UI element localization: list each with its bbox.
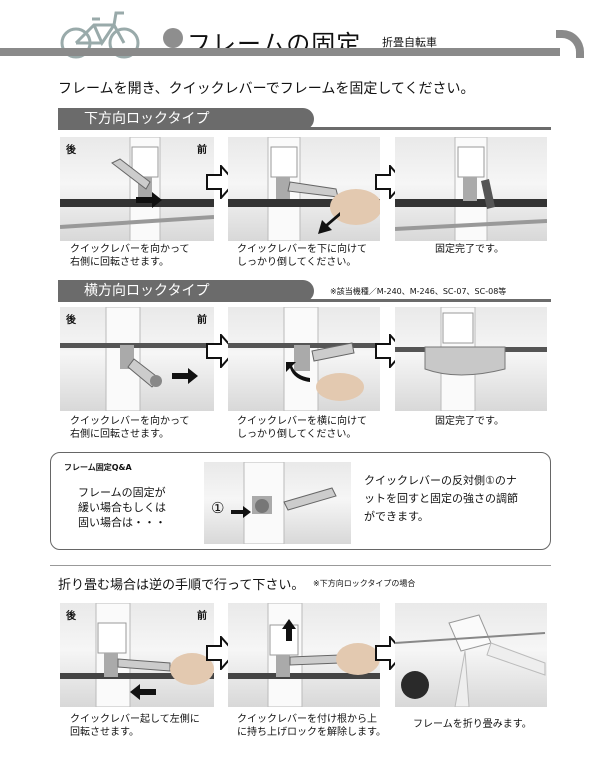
motion-arrow-icon xyxy=(284,362,310,382)
bicycle-icon xyxy=(58,5,142,61)
motion-arrow-icon xyxy=(282,619,296,641)
section-down-rule xyxy=(58,127,551,130)
tag-rear: 後 xyxy=(66,145,76,156)
motion-arrow-icon xyxy=(316,208,342,234)
fold-rule xyxy=(50,565,551,566)
header-dot-icon xyxy=(163,28,183,48)
tag-rear: 後 xyxy=(66,315,76,326)
header-rule-curve xyxy=(556,30,584,58)
tag-front: 前 xyxy=(197,145,207,156)
qa-marker: ① xyxy=(211,499,225,517)
header-rule xyxy=(0,48,560,56)
motion-arrow-icon xyxy=(231,503,251,518)
photo-fold-step3 xyxy=(395,603,547,707)
caption-down-1: クイックレバーを向かって 右側に回転させます。 xyxy=(70,244,190,268)
section-side-title: 横方向ロックタイプ xyxy=(58,280,314,302)
caption-fold-2: クイックレバーを付け根から上 に持ち上げロックを解除します。 xyxy=(237,714,386,738)
photo-down-step1 xyxy=(60,137,214,241)
fold-title: 折り畳む場合は逆の手順で行って下さい。 xyxy=(58,578,305,593)
tag-front: 前 xyxy=(197,315,207,326)
photo-qa-nut xyxy=(204,462,351,544)
motion-arrow-icon xyxy=(130,684,156,700)
section-side-rule xyxy=(58,299,551,302)
qa-heading: フレーム固定Q&A xyxy=(64,463,132,472)
photo-down-step2 xyxy=(228,137,380,241)
motion-arrow-icon xyxy=(172,368,198,384)
qa-question: フレームの固定が 緩い場合もしくは 固い場合は・・・ xyxy=(78,486,166,529)
caption-fold-3: フレームを折り畳みます。 xyxy=(413,719,532,730)
photo-side-step3 xyxy=(395,307,547,411)
photo-fold-step2 xyxy=(228,603,380,707)
caption-side-2: クイックレバーを横に向けて しっかり倒してください。 xyxy=(237,416,367,440)
page-subtitle: 折畳自転車 xyxy=(382,36,437,49)
photo-side-step2 xyxy=(228,307,380,411)
caption-side-3: 固定完了です。 xyxy=(435,416,504,427)
fold-note: ※下方向ロックタイプの場合 xyxy=(313,579,416,588)
qa-answer: クイックレバーの反対側①のナ ットを回すと固定の強さの調節 ができます。 xyxy=(364,474,518,523)
section-down-title: 下方向ロックタイプ xyxy=(58,108,314,130)
tag-front: 前 xyxy=(197,611,207,622)
section-side-note: ※該当機種／M-240、M-246、SC-07、SC-08等 xyxy=(330,287,507,296)
caption-down-3: 固定完了です。 xyxy=(435,244,504,255)
photo-side-step1 xyxy=(60,307,214,411)
motion-arrow-icon xyxy=(136,192,162,208)
photo-down-step3 xyxy=(395,137,547,241)
intro-text: フレームを開き、クイックレバーでフレームを固定してください。 xyxy=(58,81,475,97)
qa-box xyxy=(50,452,551,550)
caption-side-1: クイックレバーを向かって 右側に回転させます。 xyxy=(70,416,190,440)
caption-fold-1: クイックレバー起して左側に 回転させます。 xyxy=(70,714,200,738)
tag-rear: 後 xyxy=(66,611,76,622)
caption-down-2: クイックレバーを下に向けて しっかり倒してください。 xyxy=(237,244,367,268)
